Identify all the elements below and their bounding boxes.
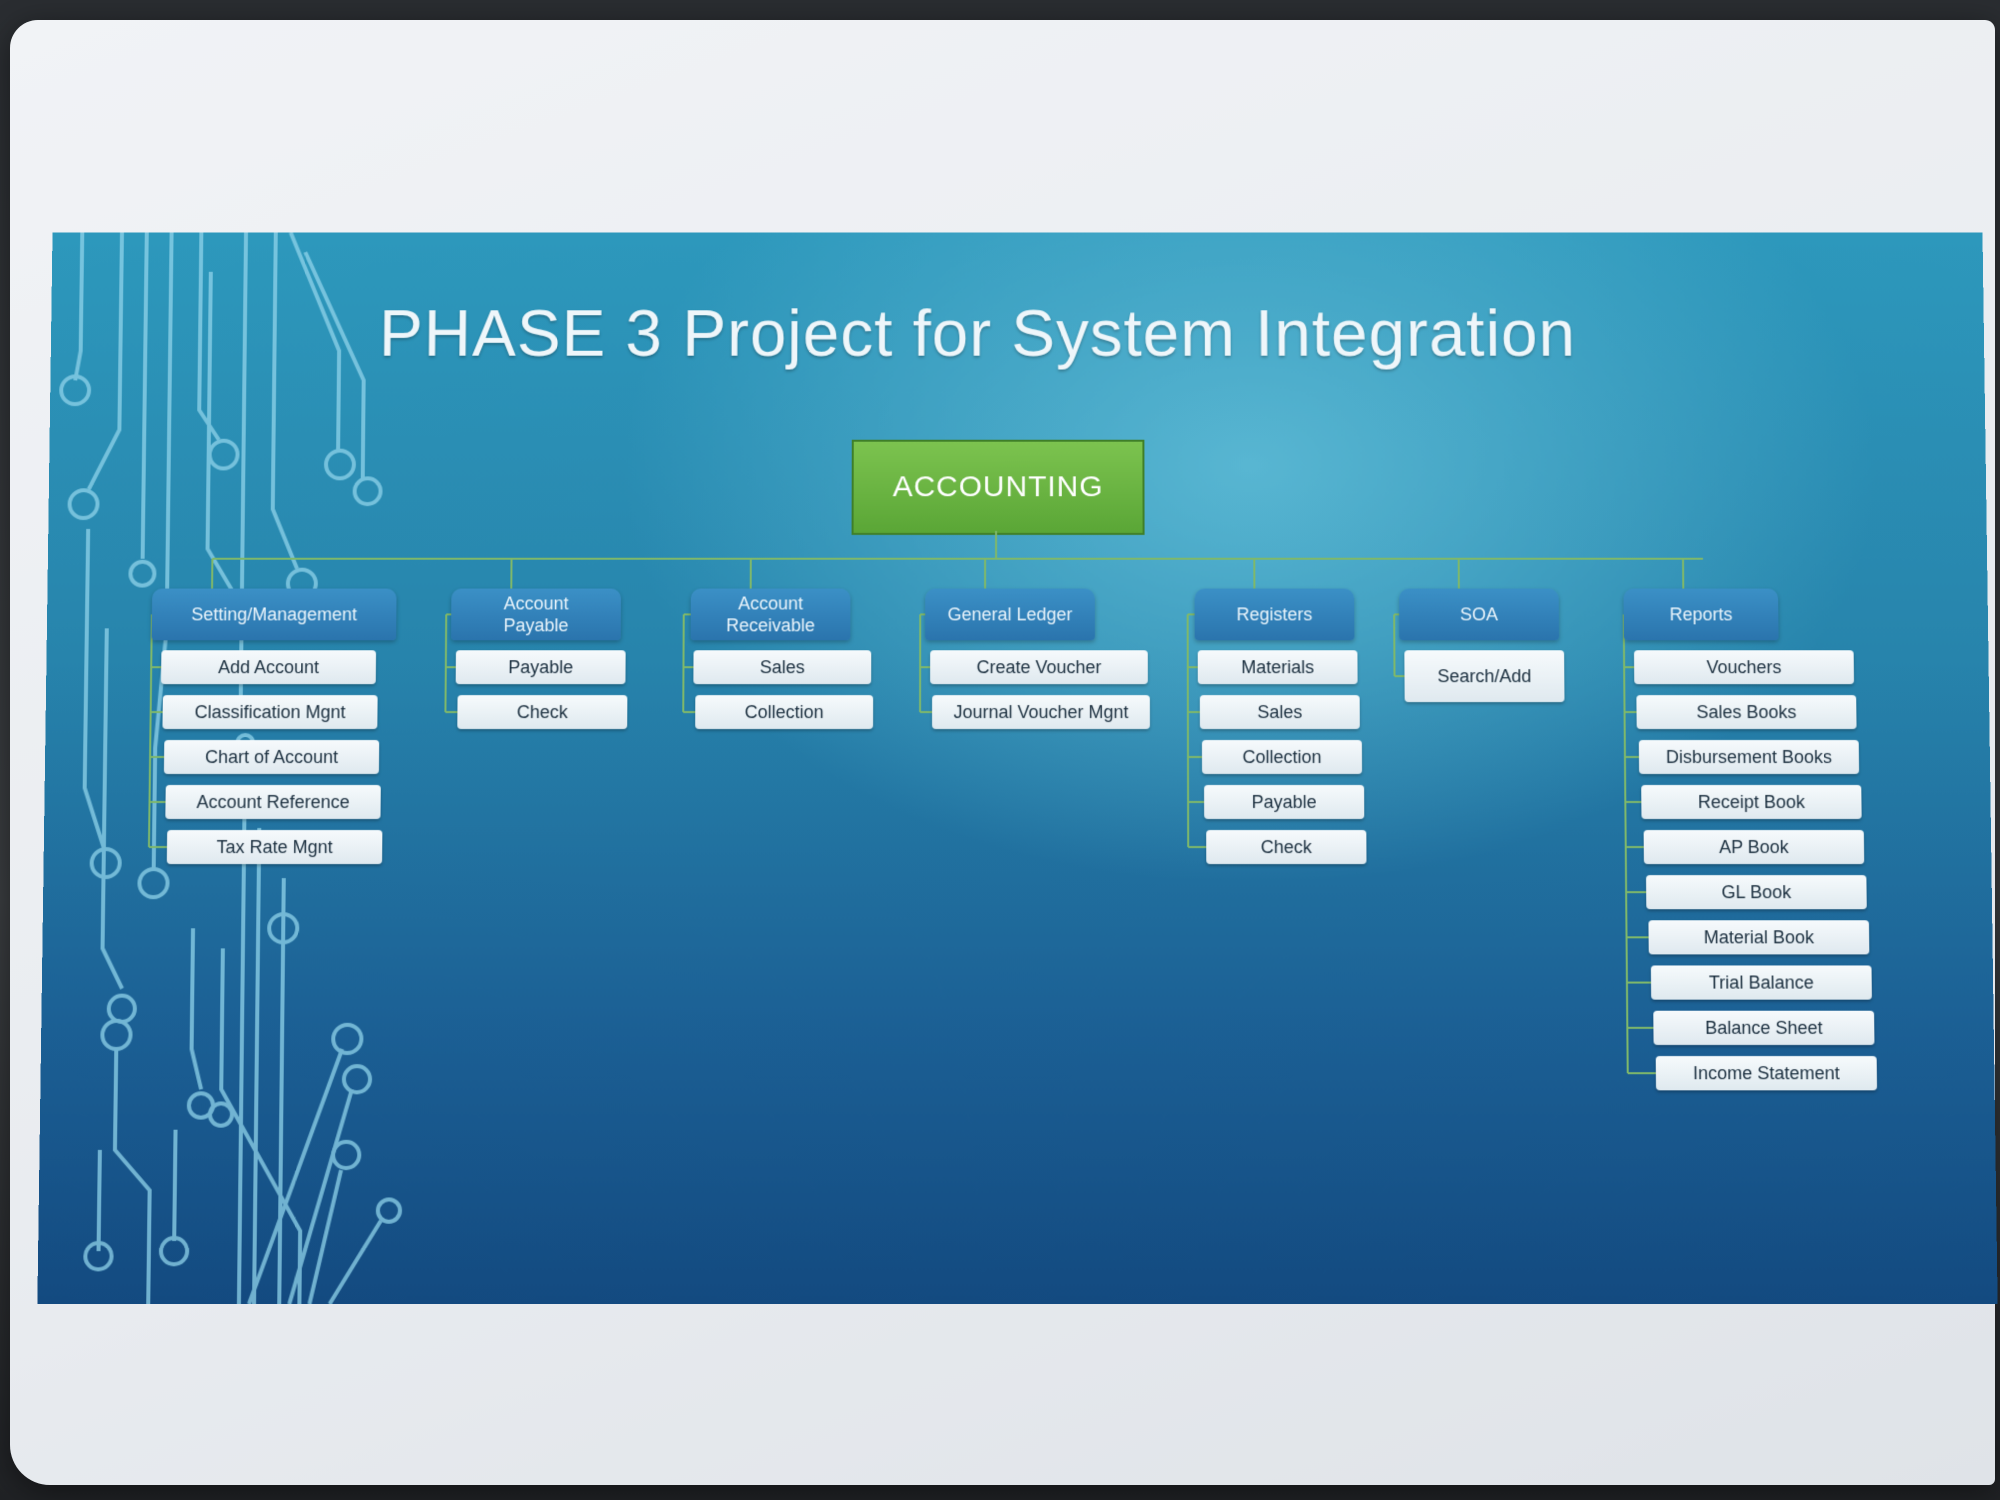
branch-item: Trial Balance	[1650, 965, 1872, 1000]
branch-item: Sales	[693, 650, 872, 685]
branch-item: Material Book	[1648, 920, 1870, 955]
item-rail-line	[149, 614, 152, 847]
branch-item: Materials	[1197, 650, 1358, 685]
branch-item: Check	[1206, 830, 1367, 865]
branch-header: Account Receivable	[690, 588, 851, 641]
branch-item: Sales	[1199, 695, 1360, 730]
branch-header: Reports	[1623, 588, 1779, 641]
item-rail-line	[1188, 614, 1189, 847]
branch-item: Classification Mgnt	[162, 695, 378, 730]
branch-item: Payable	[455, 650, 626, 685]
branch-header: Account Payable	[451, 588, 622, 641]
item-rail-line	[1624, 614, 1628, 1073]
branch-item: Create Voucher	[930, 650, 1148, 685]
branch-item: Payable	[1204, 784, 1365, 820]
branch-item: Sales Books	[1636, 695, 1857, 730]
branch-item: Receipt Book	[1641, 784, 1862, 820]
branch-header: SOA	[1399, 588, 1560, 641]
branch-header: Registers	[1194, 588, 1355, 641]
item-rail-line	[445, 614, 446, 712]
branch-item: GL Book	[1646, 875, 1867, 910]
branch-item: Chart of Account	[163, 740, 380, 774]
slide: PHASE 3 Project for System Integration A…	[37, 232, 1998, 1304]
branch-item: Balance Sheet	[1653, 1010, 1875, 1045]
branch-item: Search/Add	[1404, 650, 1565, 703]
branch-item: Check	[457, 695, 628, 730]
branch-item: Add Account	[160, 650, 377, 685]
branch-item: Tax Rate Mgnt	[166, 830, 383, 865]
branch-item: Disbursement Books	[1638, 740, 1860, 774]
branch-header: General Ledger	[925, 588, 1095, 641]
connector-lines	[37, 232, 1997, 1303]
branch-item: Collection	[695, 695, 874, 730]
branch-item: Journal Voucher Mgnt	[932, 695, 1150, 730]
branch-item: Collection	[1201, 740, 1363, 774]
branch-item: Income Statement	[1655, 1056, 1878, 1091]
branch-item: Account Reference	[165, 784, 381, 820]
branch-header: Setting/Management	[151, 588, 397, 641]
branch-item: Vouchers	[1633, 650, 1855, 685]
branch-item: AP Book	[1643, 830, 1865, 865]
